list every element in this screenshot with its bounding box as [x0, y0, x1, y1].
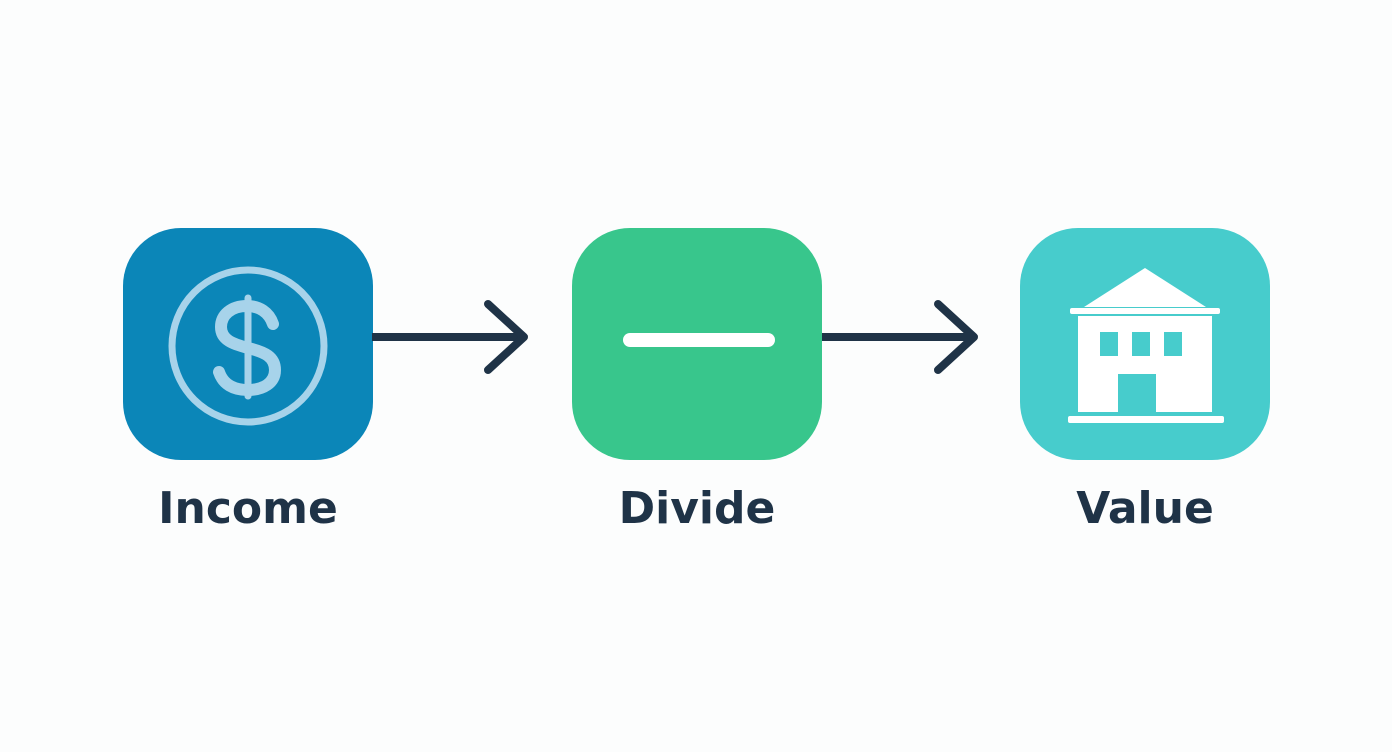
income-step-tile — [123, 228, 373, 460]
divide-label: Divide — [618, 483, 776, 534]
minus-icon — [623, 333, 775, 347]
value-step-tile — [1020, 228, 1270, 460]
arrow-right-icon — [822, 300, 978, 374]
divide-step-tile — [572, 228, 822, 460]
building-icon — [1068, 268, 1224, 423]
dollar-coin-icon — [168, 266, 328, 426]
income-label: Income — [158, 483, 338, 534]
arrow-right-icon — [372, 300, 528, 374]
value-label: Value — [1076, 483, 1214, 534]
